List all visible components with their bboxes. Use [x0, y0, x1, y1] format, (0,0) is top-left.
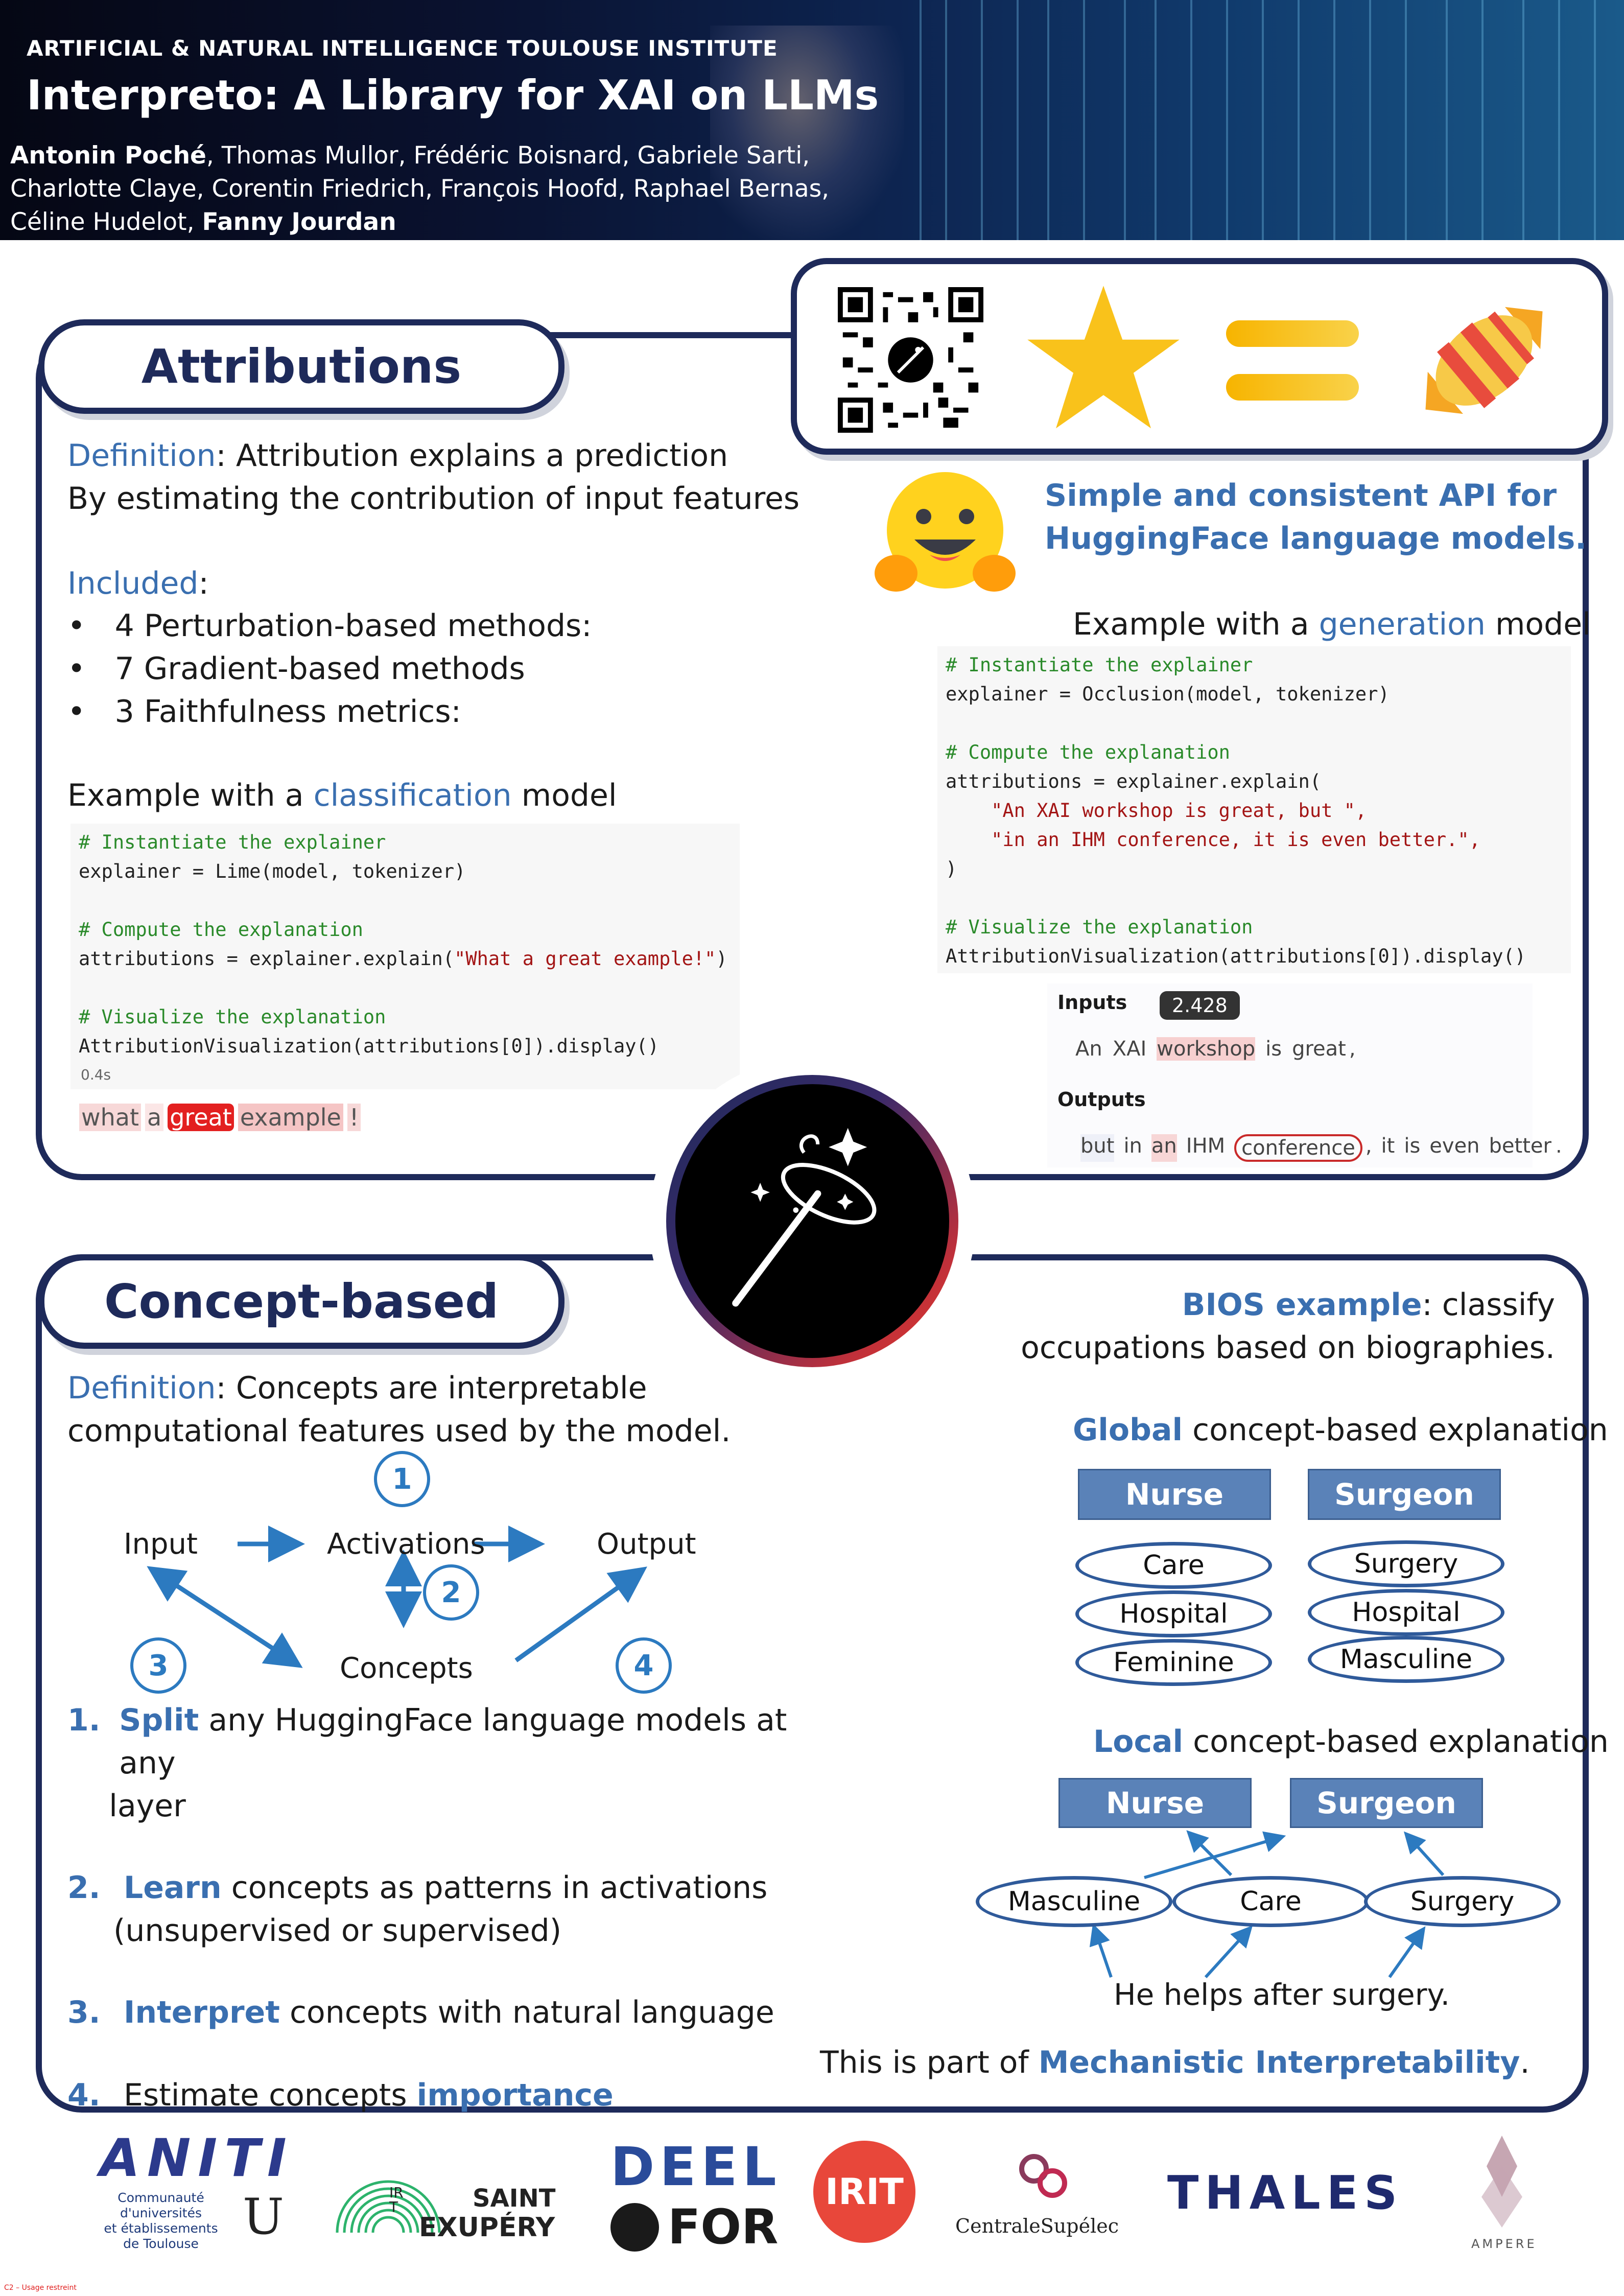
- generation-example-label: Example with a generation model: [1073, 606, 1591, 642]
- outputs-label: Outputs: [1057, 1088, 1146, 1111]
- global-concept: Hospital: [1075, 1590, 1272, 1637]
- diagram-activations: Activations: [327, 1528, 485, 1561]
- mechanistic-footer: This is part of Mechanistic Interpretabi…: [820, 2045, 1530, 2080]
- deel-logo: DEEL FOR: [610, 2136, 782, 2255]
- qr-icon-box: [791, 258, 1608, 455]
- pipeline-diagram: Input Activations Output Concepts 1 2 3 …: [102, 1451, 741, 1696]
- classification-code-block: # Instantiate the explainer explainer = …: [70, 824, 740, 1089]
- poster-title: Interpreto: A Library for XAI on LLMs: [27, 72, 879, 119]
- list-item: 3. Interpret concepts with natural langu…: [67, 1995, 774, 2030]
- token: great: [168, 1104, 234, 1131]
- irit-logo: IRIT: [813, 2141, 915, 2243]
- tooltip: 2.428: [1160, 991, 1240, 1020]
- local-concept: Masculine: [976, 1876, 1172, 1927]
- step-number-3: 3: [130, 1637, 186, 1694]
- token: !: [347, 1104, 361, 1131]
- token: example: [238, 1104, 343, 1131]
- local-class-surgeon: Surgeon: [1290, 1778, 1483, 1828]
- exec-time: 0.4s: [81, 1066, 111, 1083]
- step-number-1: 1: [374, 1451, 430, 1507]
- diagram-output: Output: [597, 1528, 696, 1561]
- candy-icon: [1400, 279, 1568, 443]
- step-number-2: 2: [423, 1564, 479, 1621]
- header-photo: [710, 26, 904, 240]
- inputs-label: Inputs: [1057, 991, 1127, 1014]
- ampere-logo: AMPERE: [1466, 2136, 1538, 2253]
- centralesupelec-logo: CentraleSupélec: [955, 2148, 1129, 2237]
- step-number-4: 4: [616, 1637, 672, 1694]
- local-sentence: He helps after surgery.: [1114, 1977, 1450, 2012]
- list-item: • 3 Faithfulness metrics:: [67, 694, 461, 730]
- concept-tab: Concept-based: [38, 1254, 564, 1349]
- attributions-tab: Attributions: [38, 319, 564, 414]
- output-tokens: but in an IHM conference, it is even bet…: [1080, 1134, 1562, 1162]
- token: what: [79, 1104, 142, 1131]
- qr-code-icon: [838, 287, 983, 433]
- global-concept: Care: [1075, 1542, 1272, 1589]
- global-class-surgeon: Surgeon: [1308, 1469, 1501, 1520]
- header-banner: ARTIFICIAL & NATURAL INTELLIGENCE TOULOU…: [0, 0, 1624, 240]
- local-class-nurse: Nurse: [1058, 1778, 1252, 1828]
- generation-code-block: # Instantiate the explainer explainer = …: [937, 646, 1571, 973]
- input-tokens: An XAI workshop is great,: [1075, 1037, 1356, 1061]
- global-concept: Masculine: [1308, 1636, 1504, 1683]
- huggingface-icon: [868, 466, 1022, 604]
- thales-logo: THALES: [1167, 2166, 1404, 2220]
- global-class-nurse: Nurse: [1078, 1469, 1271, 1520]
- steps-list: 1. Split any HuggingFace language models…: [67, 1699, 808, 2117]
- classification-example-label: Example with a classification model: [67, 778, 617, 813]
- diagram-concepts: Concepts: [340, 1652, 473, 1685]
- generation-visualization: Inputs 2.428 An XAI workshop is great, O…: [1047, 983, 1562, 1167]
- institute-name: ARTIFICIAL & NATURAL INTELLIGENCE TOULOU…: [27, 36, 778, 61]
- included-list: • 4 Perturbation-based methods: • 7 Grad…: [67, 604, 592, 733]
- token-heatmap: what a great example !: [79, 1104, 361, 1131]
- local-arrows: [1089, 1830, 1445, 1979]
- global-concept: Feminine: [1075, 1639, 1272, 1686]
- interpreto-logo: [649, 1058, 976, 1385]
- authors: Antonin Poché, Thomas Mullor, Frédéric B…: [10, 142, 830, 236]
- token: a: [145, 1104, 164, 1131]
- local-explanation-title: Local concept-based explanation: [1093, 1724, 1609, 1760]
- concept-panel: [36, 1254, 1589, 2113]
- local-concept: Surgery: [1364, 1876, 1561, 1927]
- concept-definition: Definition: Concepts are interpretable c…: [67, 1370, 731, 1449]
- classification-footnote: C2 – Usage restreint: [4, 2284, 77, 2292]
- diagram-input: Input: [124, 1528, 198, 1561]
- aniti-logo: ANITI Communauté d'universités et établi…: [100, 2128, 294, 2251]
- global-concept: Hospital: [1308, 1589, 1504, 1636]
- list-item: • 4 Perturbation-based methods:: [67, 608, 592, 644]
- irt-saint-exupery-logo: IRT SAINT EXUPÉRY: [332, 2141, 556, 2253]
- bios-description: BIOS example: classify occupations based…: [1021, 1287, 1555, 1366]
- list-item: 2. Learn concepts as patterns in activat…: [67, 1870, 768, 1949]
- list-item: 1. Split any HuggingFace language models…: [67, 1702, 787, 1824]
- attribution-definition: Definition: Attribution explains a predi…: [67, 438, 800, 517]
- list-item: 4. Estimate concepts importance: [67, 2077, 614, 2113]
- global-explanation-title: Global concept-based explanation: [1073, 1412, 1608, 1448]
- list-item: • 7 Gradient-based methods: [67, 651, 525, 687]
- global-concept: Surgery: [1308, 1540, 1504, 1587]
- local-concept: Care: [1172, 1876, 1369, 1927]
- included-heading: Included:: [67, 566, 209, 601]
- star-icon: [1024, 282, 1183, 435]
- equals-icon: [1226, 320, 1359, 407]
